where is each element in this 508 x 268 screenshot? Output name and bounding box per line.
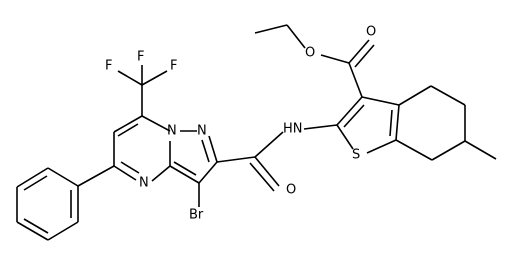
bond-cester-odouble [348, 39, 370, 64]
atom-f2: F [137, 50, 144, 65]
bond-c3-c3a [169, 165, 200, 184]
atom-br: Br [189, 208, 204, 223]
bond-c5-n4 [113, 165, 137, 181]
bond-c2t-c3t [336, 96, 363, 126]
atom-labels: F F F O O N N N HN O Br S [105, 25, 376, 223]
bond-ph-2 [16, 167, 49, 188]
atom-n-pyrimidine: N [139, 176, 149, 191]
bond-c3at-c4 [398, 85, 432, 106]
bond-nh-c2t [303, 124, 338, 130]
bond-c6-methyl [464, 140, 497, 160]
bond-c7-c6-double [117, 123, 139, 137]
bond-c7at-s [366, 139, 397, 154]
atom-o-amide: O [286, 183, 296, 198]
bond-camide-o [254, 156, 280, 187]
bond-cester-odouble-2 [354, 44, 375, 68]
bond-c4-c5 [430, 85, 466, 106]
bonds [16, 24, 497, 241]
atom-nh: HN [283, 122, 303, 137]
bond-c7-n-bridge [141, 115, 171, 132]
atom-f3: F [170, 59, 177, 74]
bond-c3-c3a-double [173, 161, 197, 176]
atom-f1: F [105, 59, 112, 74]
bond-ph-5 [47, 221, 79, 241]
bond-c2-camide [216, 156, 256, 163]
atom-s: S [352, 148, 360, 163]
bond-cf3-f1 [117, 70, 143, 86]
bond-c3t-cester [348, 62, 363, 98]
bond-ph-2-double [23, 175, 48, 191]
bond-s-c2t [336, 124, 354, 150]
bond-c3at-c7at [395, 104, 400, 141]
bond-c7-c7at [395, 139, 433, 161]
bond-n2-c2 [208, 135, 218, 163]
bond-c2-c3 [198, 161, 218, 184]
atom-o-ester-double: O [366, 25, 376, 40]
bond-c3t-c3at [361, 96, 400, 106]
bond-camide-o-double [249, 162, 275, 192]
bond-cester-osingle [320, 54, 350, 64]
bond-cf3-f3 [141, 70, 168, 86]
bond-ph-4-double [23, 218, 49, 234]
atom-n-bridge: N [167, 124, 177, 139]
bond-ch2-ch3 [254, 24, 288, 34]
bond-n4-c3a [151, 165, 171, 182]
bond-c7-c6 [113, 115, 143, 133]
bond-c6-c7 [431, 140, 466, 161]
bond-c5-phenyl [77, 165, 115, 187]
bond-ph-1 [47, 167, 79, 187]
atom-o-ester-single: O [305, 46, 315, 61]
bond-ph-4 [16, 221, 49, 241]
bond-c5-n4-double [120, 161, 140, 174]
bond-c3at-c7at-double [389, 109, 393, 137]
bond-c2t-c3t-double [343, 104, 365, 128]
bond-n2-c2-double [201, 139, 210, 163]
atom-n-pyrazole: N [197, 124, 207, 139]
bond-camide-nh [254, 131, 284, 158]
bond-osingle-ch2 [286, 24, 306, 49]
